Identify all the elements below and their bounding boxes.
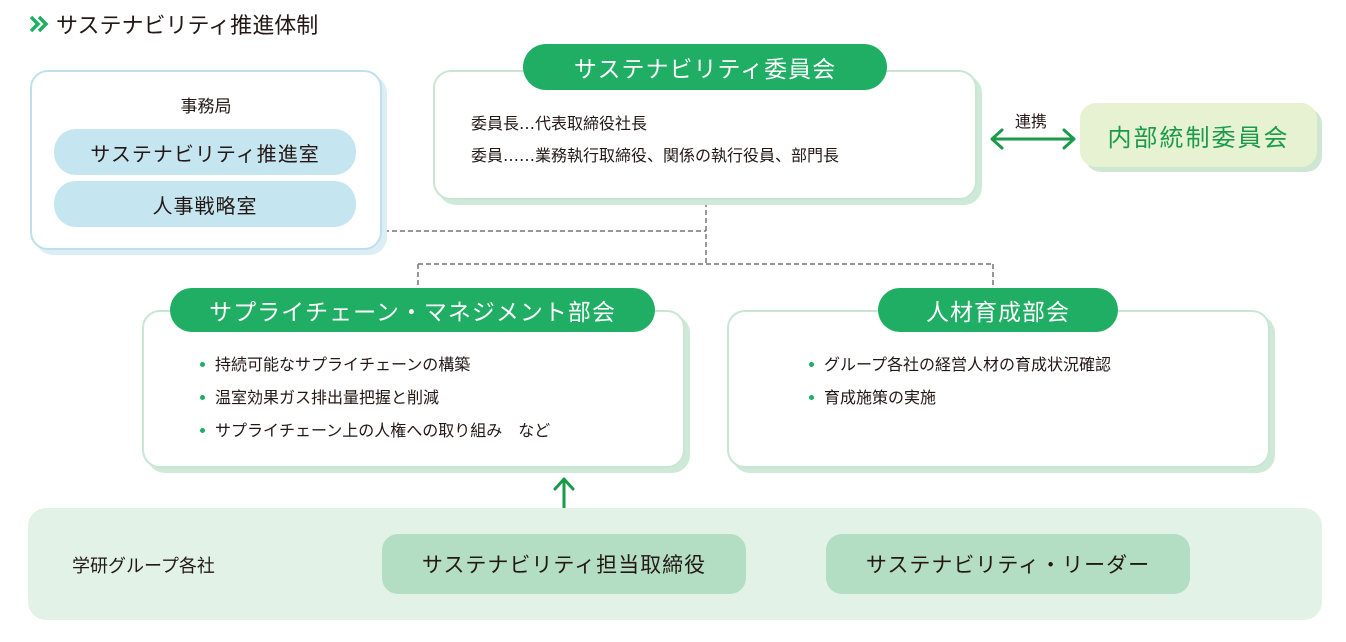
- sustainability-leader: サステナビリティ・リーダー: [826, 534, 1190, 594]
- group-companies-label: 学研グループ各社: [72, 556, 215, 577]
- committee-member-line: 委員長…代表取締役社長: [471, 114, 648, 133]
- supply-chain-items: 持続可能なサプライチェーンの構築 温室効果ガス排出量把握と削減 サプライチェーン…: [200, 348, 550, 447]
- list-item: グループ各社の経営人材の育成状況確認: [809, 348, 1111, 381]
- secretariat-label: 事務局: [180, 97, 232, 117]
- committee-title: サステナビリティ委員会: [523, 44, 887, 90]
- page-title-text: サステナビリティ推進体制: [56, 14, 319, 39]
- list-item: 温室効果ガス排出量把握と削減: [200, 381, 550, 414]
- bullet-icon: [200, 428, 205, 433]
- secretariat-unit: サステナビリティ推進室: [54, 129, 356, 175]
- list-item: 育成施策の実施: [809, 381, 1111, 414]
- secretariat-unit: 人事戦略室: [54, 181, 356, 227]
- committee-member-line: 委員……業務執行取締役、関係の執行役員、部門長: [471, 146, 840, 165]
- secretariat-box: 事務局 サステナビリティ推進室 人事戦略室: [30, 70, 382, 250]
- double-chevron-right-icon: [29, 15, 49, 33]
- bullet-icon: [200, 362, 205, 367]
- internal-control-committee: 内部統制委員会: [1080, 103, 1317, 167]
- bullet-icon: [200, 395, 205, 400]
- hr-items: グループ各社の経営人材の育成状況確認 育成施策の実施: [809, 348, 1111, 414]
- hr-subcommittee-title: 人材育成部会: [878, 288, 1118, 332]
- supply-chain-subcommittee-title: サプライチェーン・マネジメント部会: [170, 288, 655, 332]
- link-label: 連携: [1015, 112, 1048, 131]
- list-item: サプライチェーン上の人権への取り組み など: [200, 414, 550, 447]
- link-double-arrow-icon: [990, 128, 1076, 150]
- bullet-icon: [809, 395, 814, 400]
- sustainability-director: サステナビリティ担当取締役: [382, 534, 746, 594]
- supply-chain-subcommittee-box: 持続可能なサプライチェーンの構築 温室効果ガス排出量把握と削減 サプライチェーン…: [142, 310, 685, 468]
- hr-subcommittee-box: グループ各社の経営人材の育成状況確認 育成施策の実施: [727, 310, 1270, 468]
- page-title: サステナビリティ推進体制: [28, 8, 318, 40]
- list-item: 持続可能なサプライチェーンの構築: [200, 348, 550, 381]
- bullet-icon: [809, 362, 814, 367]
